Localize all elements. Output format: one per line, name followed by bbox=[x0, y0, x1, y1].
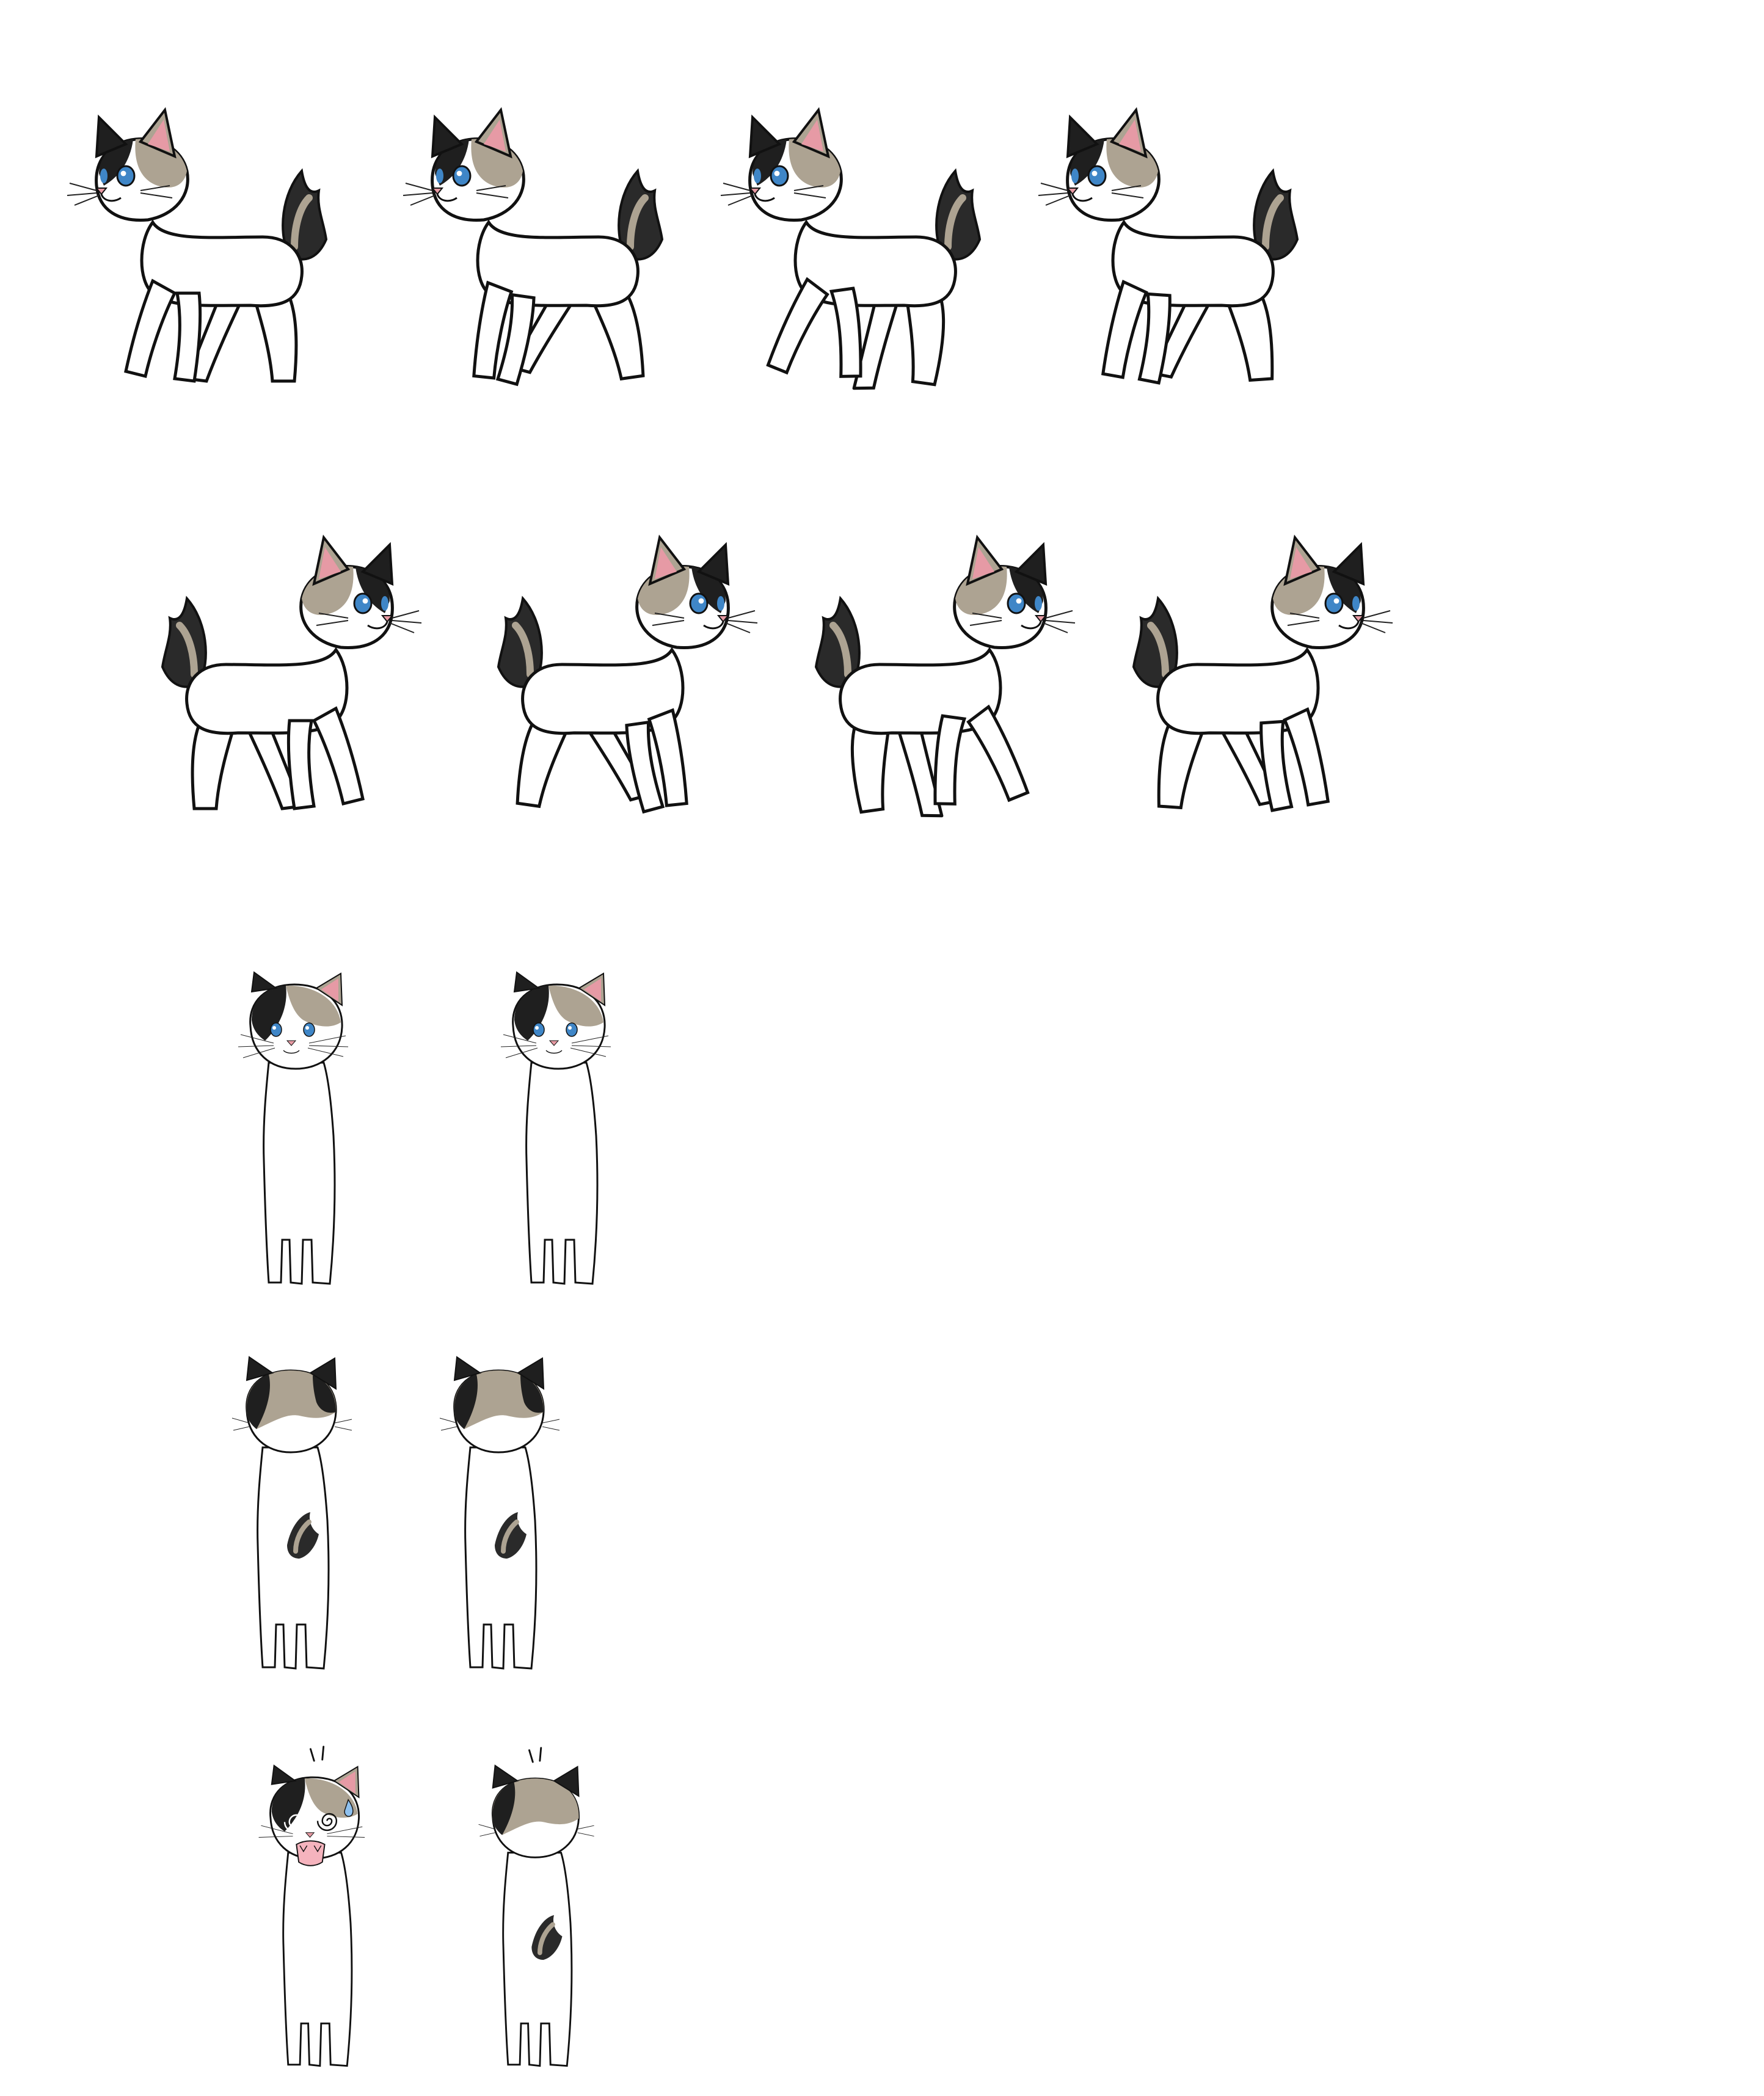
sprite-walk-right-frame bbox=[1075, 534, 1393, 818]
sprite-hurt-front-frame bbox=[244, 1745, 391, 2076]
dizzy-eye-left bbox=[283, 1814, 305, 1832]
cat-front-leg bbox=[312, 706, 365, 806]
cat-head bbox=[478, 1764, 594, 1858]
cat-side-sprite bbox=[497, 534, 758, 814]
cat-body bbox=[464, 1446, 538, 1670]
sprite-walk-right-frame bbox=[757, 534, 1076, 818]
cat-mouth-open bbox=[296, 1840, 326, 1866]
cat-nose bbox=[431, 187, 444, 195]
cat-ear-right bbox=[517, 1357, 545, 1390]
cat-front-leg bbox=[472, 280, 514, 380]
cat-eye bbox=[452, 165, 472, 187]
cat-ear-back bbox=[696, 542, 730, 586]
cat-nose bbox=[381, 615, 394, 623]
cat-eye bbox=[1087, 165, 1107, 187]
cat-side-sprite bbox=[720, 107, 982, 390]
cat-eye-left bbox=[270, 1022, 282, 1037]
cat-back-sprite bbox=[231, 1356, 352, 1670]
cat-eye bbox=[689, 592, 709, 614]
cat-nose bbox=[549, 1040, 559, 1046]
dizzy-eye-right bbox=[316, 1813, 338, 1832]
cat-nose bbox=[1034, 615, 1048, 623]
cat-head bbox=[953, 534, 1076, 650]
sprite-walk-left-frame bbox=[1038, 107, 1356, 391]
cat-ear-back bbox=[431, 114, 464, 159]
cat-back-sprite bbox=[439, 1356, 560, 1670]
cat-body bbox=[263, 1061, 336, 1285]
cat-head bbox=[1038, 107, 1161, 222]
cat-head bbox=[720, 107, 843, 222]
cat-ear-left bbox=[453, 1356, 482, 1381]
cat-eye bbox=[1324, 592, 1344, 614]
cat-ear-right bbox=[309, 1357, 337, 1390]
cat-eye bbox=[353, 592, 373, 614]
cat-side-sprite bbox=[67, 107, 328, 383]
cat-head bbox=[500, 971, 611, 1070]
cat-ear-back bbox=[1332, 542, 1365, 586]
cat-head bbox=[439, 1356, 560, 1454]
cat-side-sprite bbox=[403, 107, 664, 387]
cat-nose bbox=[305, 1832, 315, 1838]
cat-body bbox=[525, 1061, 599, 1285]
cat-head bbox=[299, 534, 422, 650]
sprite-front-frame bbox=[489, 971, 635, 1295]
cat-eye bbox=[116, 165, 136, 187]
cat-side-sprite bbox=[161, 534, 422, 810]
cat-nose bbox=[748, 187, 762, 195]
sprite-walk-left-frame bbox=[720, 107, 1038, 391]
cat-ear-back bbox=[360, 542, 394, 586]
cat-nose bbox=[1352, 615, 1365, 623]
cat-head bbox=[258, 1764, 365, 1866]
cat-head bbox=[231, 1356, 352, 1454]
cat-front-leg bbox=[1283, 707, 1330, 807]
cat-body bbox=[282, 1852, 353, 2067]
cat-eye bbox=[770, 165, 789, 187]
cat-side-sprite bbox=[1038, 107, 1299, 385]
cat-front-sprite bbox=[500, 971, 611, 1285]
cat-hurt-front-sprite bbox=[258, 1745, 365, 2067]
sprite-hurt-back-frame bbox=[464, 1747, 611, 2076]
cat-head bbox=[238, 971, 349, 1070]
cat-front-leg bbox=[966, 704, 1030, 802]
cat-head bbox=[635, 534, 758, 650]
cat-front-leg bbox=[647, 708, 688, 807]
cat-front-leg bbox=[1101, 279, 1148, 379]
cat-head bbox=[403, 107, 525, 222]
sprite-back-frame bbox=[220, 1356, 366, 1679]
cat-head bbox=[1270, 534, 1393, 650]
cat-eye-right bbox=[566, 1022, 578, 1037]
sweat-drop bbox=[344, 1799, 354, 1817]
cat-nose bbox=[286, 1040, 297, 1046]
cat-front-leg bbox=[766, 277, 829, 375]
sprite-walk-right-frame bbox=[104, 534, 422, 818]
cat-front-sprite bbox=[238, 971, 349, 1285]
sprite-walk-left-frame bbox=[67, 107, 385, 391]
cat-eye-left bbox=[533, 1022, 545, 1037]
cat-side-sprite bbox=[814, 534, 1076, 818]
cat-hurt-back-sprite bbox=[478, 1747, 594, 2067]
cat-eye bbox=[1007, 592, 1026, 614]
cat-nose bbox=[95, 187, 108, 195]
sprite-walk-right-frame bbox=[440, 534, 758, 818]
sprite-walk-left-frame bbox=[403, 107, 721, 391]
cat-front-leg bbox=[124, 278, 177, 379]
cat-eye-right bbox=[303, 1022, 315, 1037]
cat-nose bbox=[716, 615, 730, 623]
cat-head bbox=[67, 107, 189, 222]
cat-ear-back bbox=[748, 114, 782, 159]
cat-nose bbox=[1066, 187, 1079, 195]
cat-ear-back bbox=[1014, 542, 1048, 586]
cat-ear-left bbox=[246, 1356, 274, 1381]
cat-body bbox=[257, 1446, 330, 1670]
sprite-back-frame bbox=[428, 1356, 574, 1679]
sprite-front-frame bbox=[226, 971, 373, 1295]
cat-body bbox=[502, 1852, 573, 2067]
cat-ear-back bbox=[95, 114, 128, 159]
cat-ear-back bbox=[1066, 114, 1099, 159]
cat-side-sprite bbox=[1132, 534, 1393, 812]
